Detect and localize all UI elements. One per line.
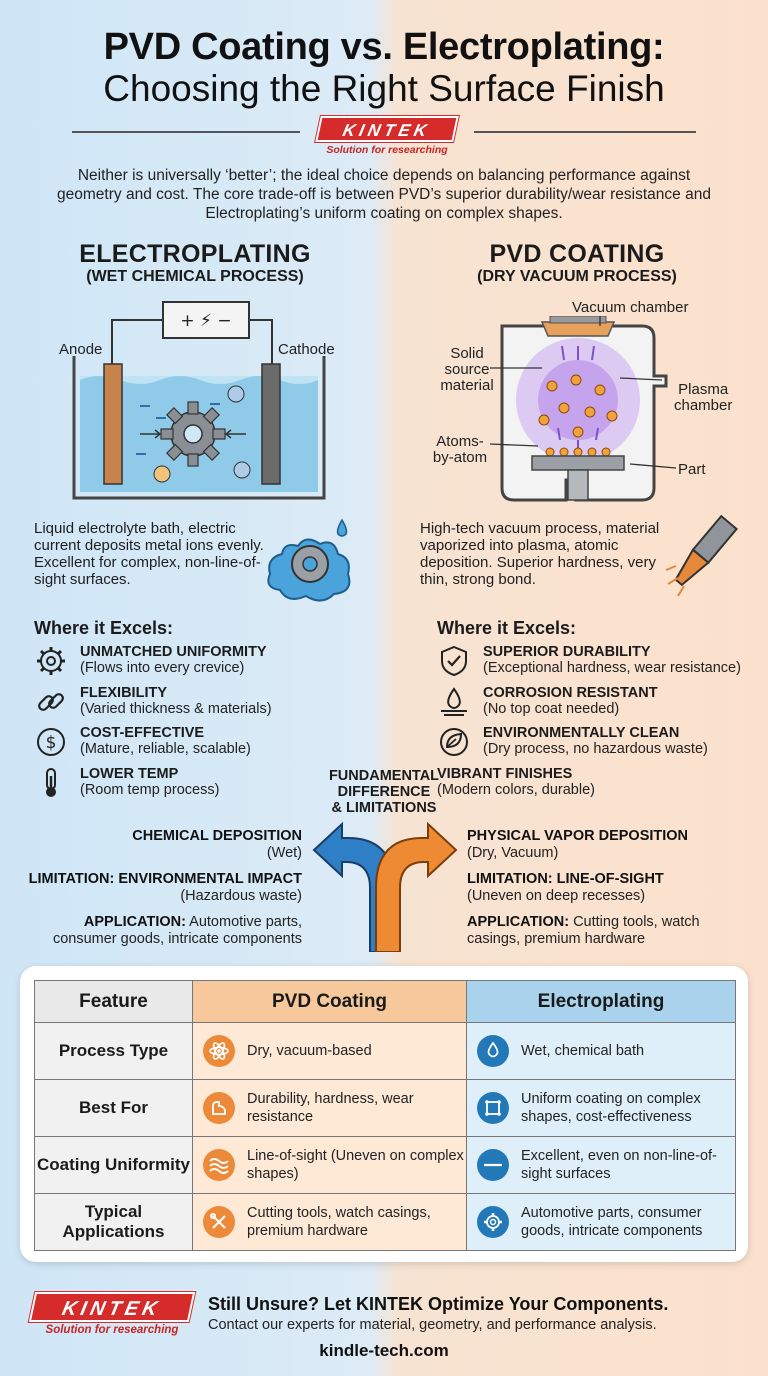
part-label: Part: [678, 461, 706, 478]
intro-text: Neither is universally ‘better’; the ide…: [57, 167, 711, 222]
pvd-lower: PHYSICAL VAPOR DEPOSITION (Dry, Vacuum) …: [467, 828, 700, 947]
anode-label: Anode: [59, 341, 103, 358]
table-row: Typical Applications Cutting tools, watc…: [34, 1193, 736, 1251]
list-item: SUPERIOR DURABILITY(Exceptional hardness…: [437, 644, 753, 685]
shield-check-icon: [441, 645, 467, 677]
list-item: ENVIRONMENTALLY CLEAN(Dry process, no ha…: [437, 725, 753, 766]
kintek-logo: KINTEK Solution for researching: [315, 116, 459, 156]
leaf-icon: [440, 728, 468, 756]
electroplating-description: Liquid electrolyte bath, electric curren…: [34, 520, 264, 588]
droplet-icon: [477, 1035, 509, 1067]
pvd-leader-lines: [489, 316, 677, 469]
list-item: CORROSION RESISTANT(No top coat needed): [437, 685, 753, 725]
atom-icon: [203, 1035, 235, 1067]
waves-icon: [203, 1149, 235, 1181]
header-pvd: PVD Coating: [192, 980, 467, 1023]
cutting-tool-icon: [665, 514, 738, 597]
footer-subtext: Contact our experts for material, geomet…: [208, 1317, 657, 1333]
comparison-table-card: Feature PVD Coating Electroplating Proce…: [20, 966, 748, 1262]
header-electroplating: Electroplating: [466, 980, 736, 1023]
power-supply-label: + ⚡ −: [180, 311, 231, 331]
gear-icon: [160, 401, 226, 467]
pvd-subheading: (DRY VACUUM PROCESS): [477, 268, 677, 285]
table-row: Best For Durability, hardness, wear resi…: [34, 1079, 736, 1137]
shape-icon: [477, 1092, 509, 1124]
footer-url-link[interactable]: kindle-tech.com: [319, 1341, 449, 1360]
thermometer-icon: [46, 768, 56, 797]
electroplating-diagram: + ⚡ −: [72, 301, 326, 500]
footer-headline: Still Unsure? Let KINTEK Optimize Your C…: [208, 1294, 669, 1314]
drop-icon: [441, 687, 467, 716]
split-arrow-icon: [312, 821, 458, 952]
gear-icon: [37, 647, 65, 675]
list-item: LOWER TEMP(Room temp process): [34, 766, 334, 806]
list-item: UNMATCHED UNIFORMITY(Flows into every cr…: [34, 644, 334, 685]
anode-plate: [103, 363, 123, 485]
electroplating-excels-list: UNMATCHED UNIFORMITY(Flows into every cr…: [34, 644, 334, 806]
electroplating-subheading: (WET CHEMICAL PROCESS): [86, 268, 304, 285]
electroplating-heading: ELECTROPLATING: [79, 240, 311, 268]
cathode-plate: [261, 363, 281, 485]
divider-right: [474, 131, 696, 133]
minus-icon: [477, 1149, 509, 1181]
list-item: FLEXIBILITY(Varied thickness & materials…: [34, 685, 334, 725]
vacuum-chamber-label: Vacuum chamber: [572, 299, 689, 316]
electroplating-lower: CHEMICAL DEPOSITION (Wet) LIMITATION: EN…: [28, 828, 302, 947]
list-item: $ COST-EFFECTIVE(Mature, reliable, scala…: [34, 725, 334, 766]
gear-splash-icon: [267, 518, 351, 602]
divider-left: [72, 131, 300, 133]
link-icon: [38, 693, 64, 711]
dollar-icon: $: [37, 728, 65, 756]
gear-icon: [477, 1206, 509, 1238]
page-title: PVD Coating vs. Electroplating:: [103, 26, 665, 68]
arm-strength-icon: [203, 1092, 235, 1124]
pvd-heading: PVD COATING: [489, 240, 665, 268]
comparison-table: Feature PVD Coating Electroplating Proce…: [34, 980, 736, 1251]
svg-text:$: $: [46, 733, 57, 753]
table-row: Coating Uniformity Line-of-sight (Uneven…: [34, 1136, 736, 1194]
page-subtitle: Choosing the Right Surface Finish: [103, 68, 665, 109]
cathode-label: Cathode: [278, 341, 335, 358]
atoms-label: Atoms-by-atom: [432, 433, 488, 466]
tools-icon: [203, 1206, 235, 1238]
pvd-excels-list: SUPERIOR DURABILITY(Exceptional hardness…: [437, 644, 753, 806]
electroplating-excels-title: Where it Excels:: [34, 618, 174, 638]
list-item: VIBRANT FINISHES(Modern colors, durable): [437, 766, 595, 798]
pvd-diagram: [500, 316, 668, 502]
pvd-description: High-tech vacuum process, material vapor…: [420, 520, 660, 588]
pvd-excels-title: Where it Excels:: [437, 618, 577, 638]
footer-kintek-logo: KINTEK Solution for researching: [28, 1292, 196, 1336]
header-feature: Feature: [34, 980, 193, 1023]
table-row: Process Type Dry, vacuum-based Wet, chem…: [34, 1022, 736, 1080]
